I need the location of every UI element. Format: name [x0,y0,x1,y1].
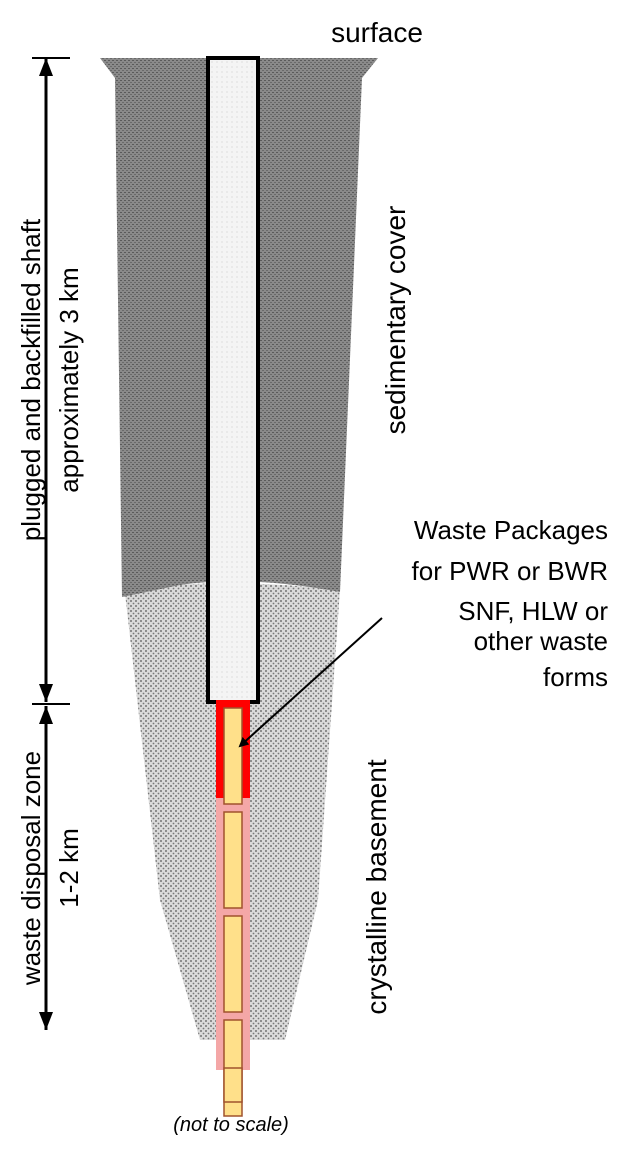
shaft-label-line1: plugged and backfilled shaft [16,218,46,541]
disposal-zone-dimension-arrow [32,703,70,1030]
waste-package [223,915,243,1013]
shaft-dimension-arrow [32,57,70,702]
disposal-zone-label-line2: 1-2 km [54,828,84,907]
packages-pointer-arrow [238,617,383,748]
backfilled-shaft [206,56,260,704]
waste-package [223,707,243,805]
waste-packages [223,707,243,1117]
shaft-label-line2: approximately 3 km [54,267,84,492]
disposal-zone-label-line1: waste disposal zone [16,751,46,986]
waste-packages-label: Waste Packages for PWR or BWR SNF, HLW o… [412,515,609,692]
waste-packages-label-line: SNF, HLW or [458,596,608,626]
waste-package [223,811,243,909]
crystalline-basement-label: crystalline basement [361,759,392,1014]
waste-packages-label-line: forms [543,662,608,692]
package-bottom-stub [223,1067,243,1103]
waste-packages-label-line: other waste [474,626,608,656]
waste-packages-label-line: for PWR or BWR [412,556,608,586]
not-to-scale-note: (not to scale) [173,1114,289,1136]
surface-label: surface [331,17,423,48]
sedimentary-cover-label: sedimentary cover [380,206,411,435]
waste-packages-label-line: Waste Packages [414,515,608,545]
